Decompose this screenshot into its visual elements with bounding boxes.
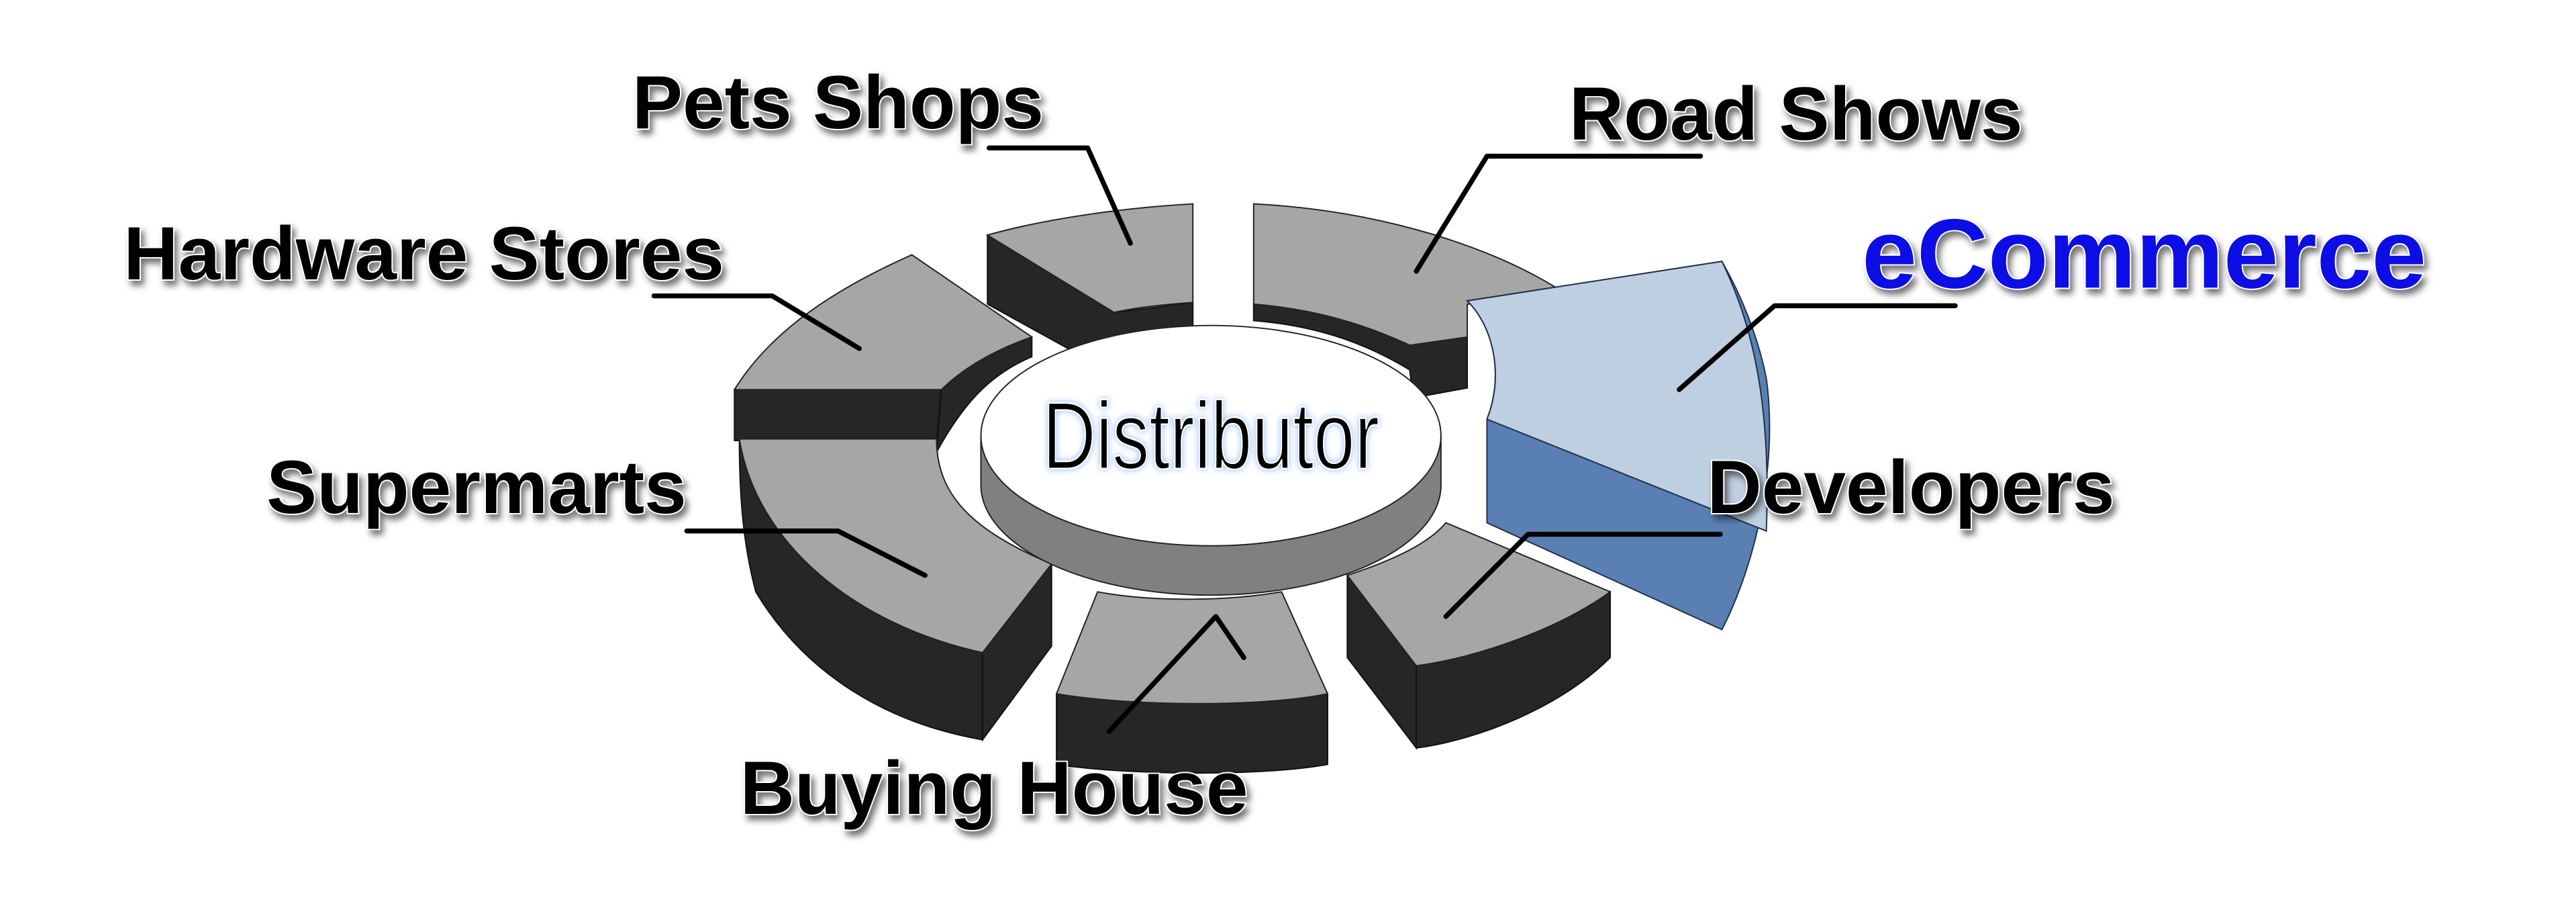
leader-line-hardware-stores xyxy=(651,293,862,351)
label-ecommerce: eCommerce xyxy=(1862,199,2426,309)
leader-line-developers xyxy=(1443,531,1723,619)
label-buying-house: Buying House xyxy=(740,745,1248,830)
label-hardware-stores: Hardware Stores xyxy=(123,211,724,295)
leader-line-pets-shops xyxy=(987,145,1133,246)
segment-ecommerce xyxy=(1466,261,1771,631)
leader-line-road-shows xyxy=(1414,153,1703,274)
segment-hardware-stores xyxy=(733,254,1034,453)
label-pets-shops: Pets Shops xyxy=(632,60,1044,144)
segment-developers xyxy=(1346,522,1612,750)
leader-line-ecommerce xyxy=(1677,303,1958,392)
leader-line-buying-house xyxy=(1106,614,1246,735)
leader-line-supermarts xyxy=(684,529,928,578)
label-road-shows: Road Shows xyxy=(1569,71,2023,156)
segment-pets-shops xyxy=(985,203,1194,349)
segment-supermarts xyxy=(738,438,1053,742)
distributor-hub: Distributor xyxy=(980,324,1442,596)
label-supermarts: Supermarts xyxy=(266,445,687,529)
hub-label: Distributor xyxy=(1042,383,1379,490)
label-developers: Developers xyxy=(1707,445,2114,529)
